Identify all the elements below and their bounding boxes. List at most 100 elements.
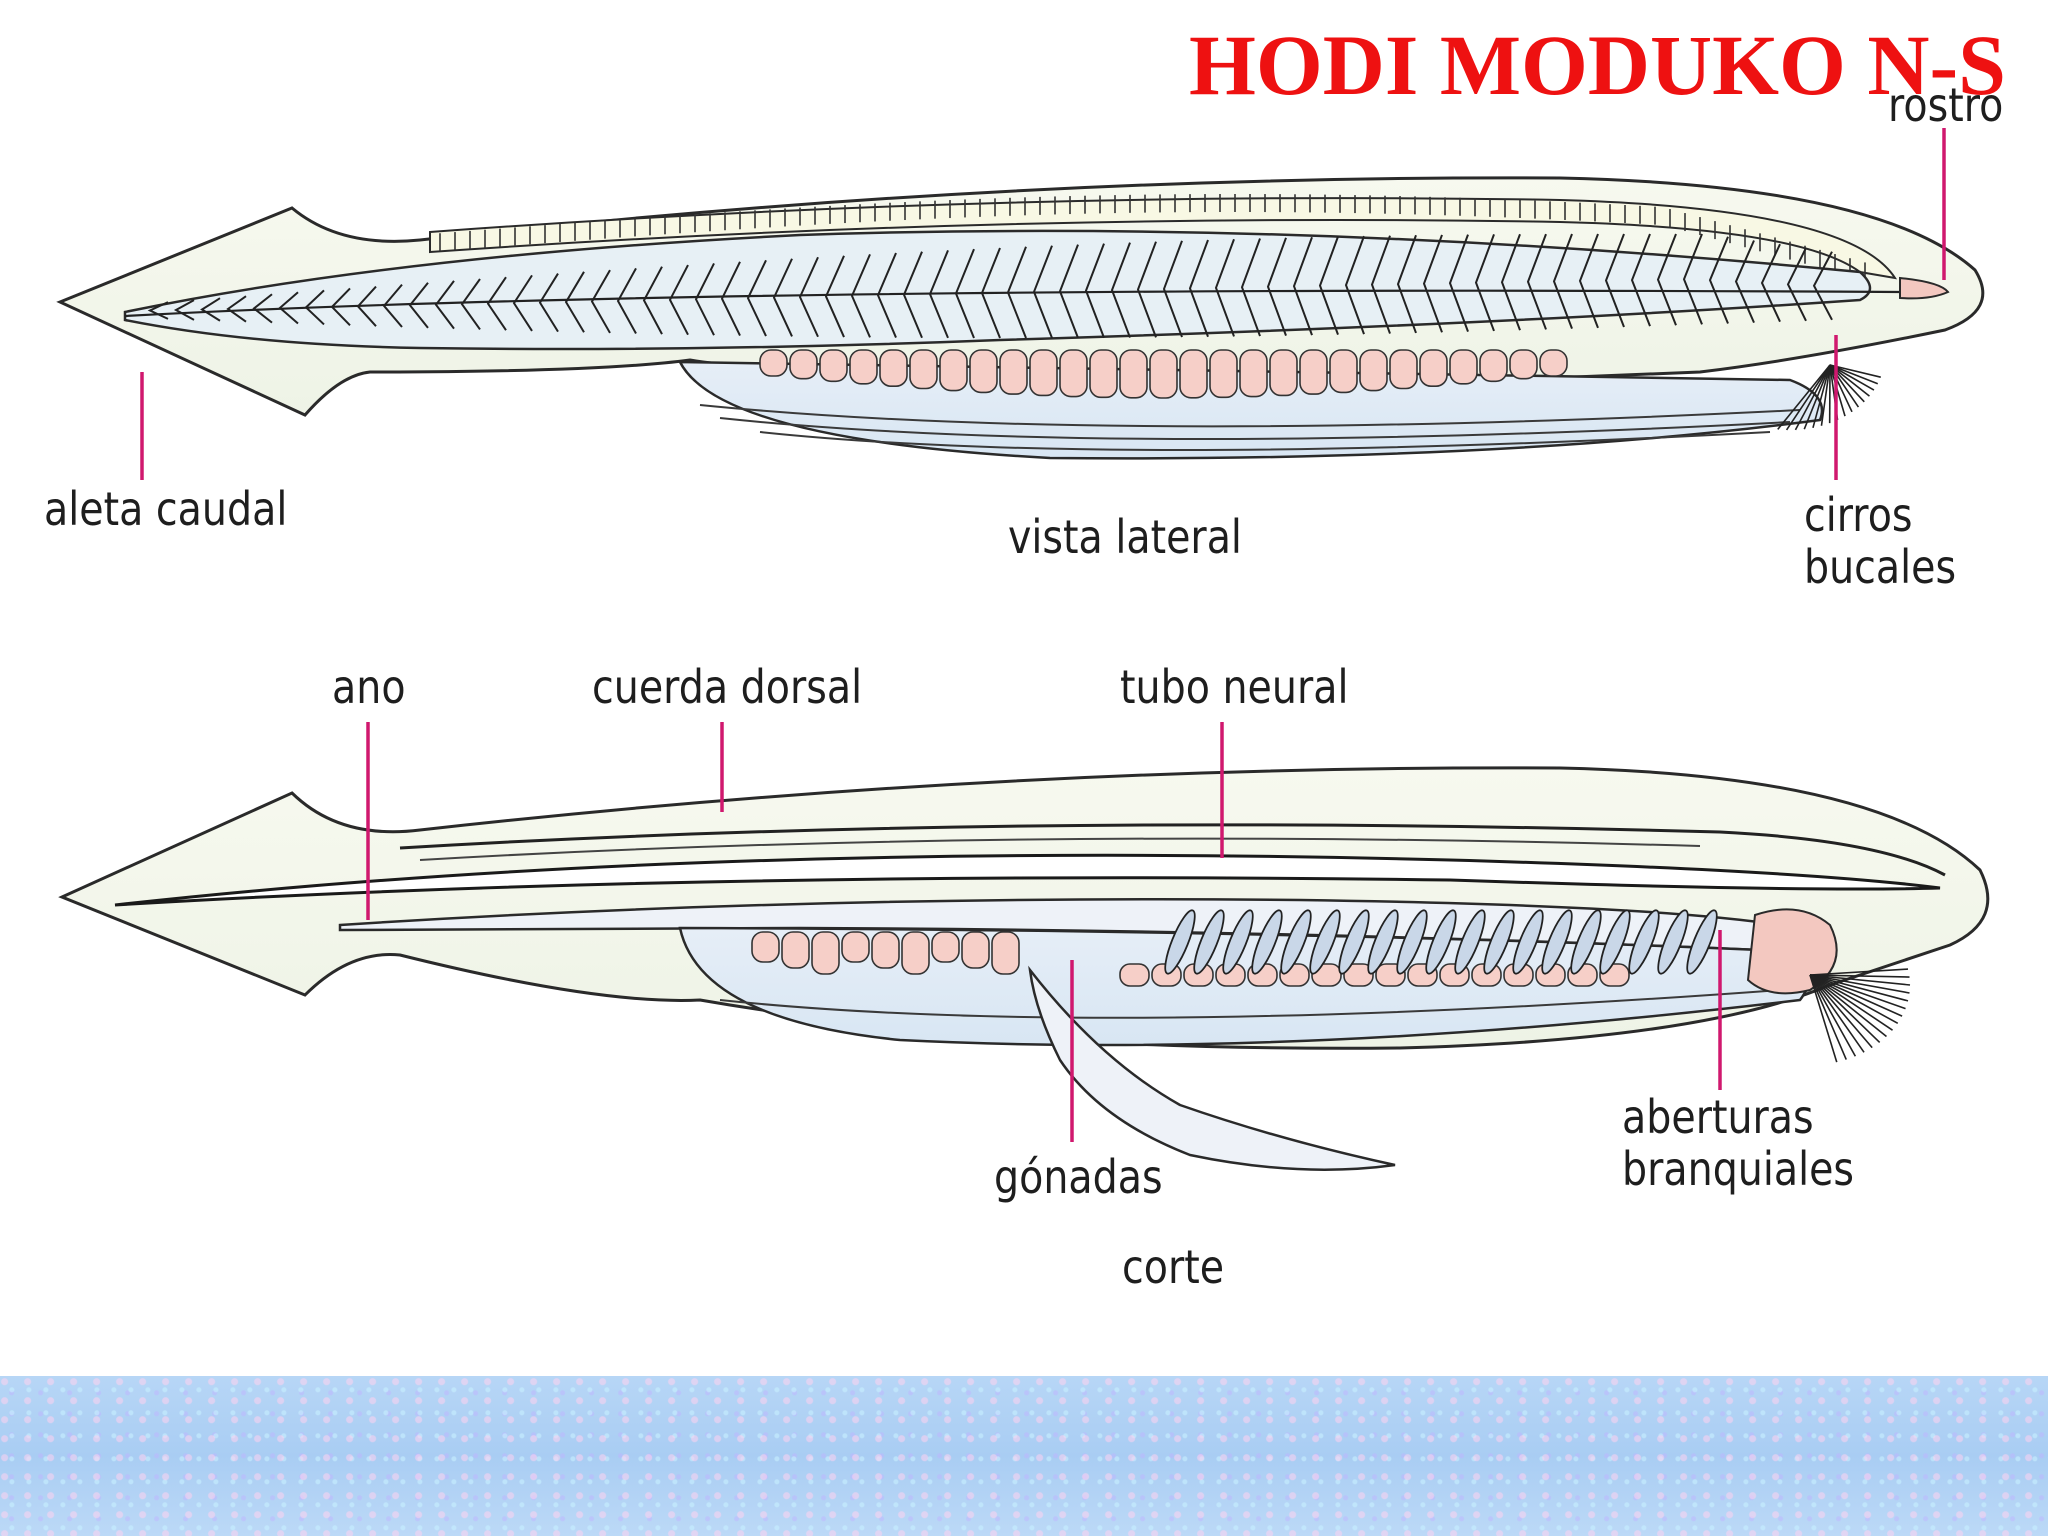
lateral-view-animal xyxy=(56,176,1985,460)
label-cirros-bucales: cirros bucales xyxy=(1804,489,1956,594)
gonad xyxy=(1359,349,1388,392)
gill-slit xyxy=(1309,909,1341,975)
lateral-gonads xyxy=(759,349,1568,399)
myotome xyxy=(1318,236,1339,335)
myotome xyxy=(1266,237,1287,336)
leader-lines xyxy=(140,128,1946,1142)
myotome xyxy=(460,278,481,331)
gill-slit xyxy=(1483,909,1515,975)
cirrus xyxy=(1809,974,1881,1043)
gill-slits xyxy=(1164,909,1718,975)
myotome xyxy=(1370,235,1391,334)
gonad xyxy=(1419,349,1448,388)
myotome xyxy=(1500,233,1521,331)
atrium-line xyxy=(719,989,1781,1019)
gonad xyxy=(939,349,968,392)
myotome xyxy=(486,276,507,331)
label-tubo-neural: tubo neural xyxy=(1120,660,1349,714)
gonad xyxy=(789,349,818,380)
myotome xyxy=(1656,233,1677,326)
myotome xyxy=(226,295,247,323)
myotome xyxy=(200,297,221,322)
gonad-extension xyxy=(1028,965,1396,1171)
decorative-bottom-band xyxy=(0,1376,2048,1536)
myotome xyxy=(1786,247,1807,322)
cirrus xyxy=(1809,974,1906,1010)
gonad xyxy=(961,931,990,969)
label-ano: ano xyxy=(332,660,406,714)
myotome xyxy=(1344,235,1365,335)
myotome xyxy=(694,262,715,336)
myotome-region xyxy=(123,229,1872,351)
gill-slit xyxy=(1338,909,1370,975)
gonad xyxy=(1119,963,1150,987)
myotome-chevrons xyxy=(124,233,1901,339)
gill-slit xyxy=(1280,909,1312,975)
gonad xyxy=(1029,349,1058,397)
gonad xyxy=(841,931,870,963)
gonad xyxy=(1239,349,1268,398)
gonad xyxy=(1209,349,1238,399)
myotome xyxy=(642,266,663,335)
gill-slit xyxy=(1454,909,1486,975)
gill-slit xyxy=(1541,909,1573,975)
gill-slit xyxy=(1512,909,1544,975)
section-oral-cirri xyxy=(1809,968,1911,1063)
myotome xyxy=(850,253,871,338)
dorsal-fin-rays xyxy=(439,194,1866,281)
gonad xyxy=(781,931,810,969)
myotome xyxy=(1240,238,1261,337)
gonad xyxy=(1059,349,1088,398)
gill-slit xyxy=(1425,909,1457,975)
gonad xyxy=(1343,963,1374,987)
gonad xyxy=(1089,349,1118,399)
cirrus xyxy=(1829,364,1879,385)
gonad xyxy=(1119,349,1148,399)
oral-hood xyxy=(1746,908,1838,995)
myotome xyxy=(1422,234,1443,333)
cirrus xyxy=(1809,974,1909,1002)
myotome xyxy=(147,301,169,320)
gonad xyxy=(1539,349,1568,377)
myotome xyxy=(1188,239,1209,338)
section-view-animal xyxy=(58,766,1990,1171)
myotome xyxy=(1292,236,1313,336)
gonad xyxy=(931,931,960,963)
label-rostro: rostro xyxy=(1888,78,2004,132)
myotome xyxy=(1812,251,1833,321)
neural-tube-inner xyxy=(419,837,1701,861)
cirrus xyxy=(1794,364,1831,431)
myotome xyxy=(1162,240,1183,338)
cirrus xyxy=(1809,974,1847,1060)
gill-slit xyxy=(1686,909,1718,975)
myotome xyxy=(408,282,429,329)
slide-title: HODI MODUKO N-S xyxy=(1189,17,2006,113)
gill-slit xyxy=(1628,909,1660,975)
gonad xyxy=(871,931,900,969)
cirrus xyxy=(1809,974,1887,1038)
gonad xyxy=(1389,349,1418,390)
cirrus xyxy=(1809,974,1910,978)
myotome xyxy=(1214,238,1235,337)
myotome xyxy=(1708,236,1729,324)
label-aberturas-branquiales: aberturas branquiales xyxy=(1622,1091,1854,1196)
myotome xyxy=(564,271,585,333)
myotome xyxy=(798,256,819,338)
myotome xyxy=(1604,233,1625,328)
cirrus xyxy=(1809,974,1899,1025)
myotome xyxy=(668,264,689,336)
myotome xyxy=(824,255,845,338)
gonad xyxy=(751,931,780,963)
myotome xyxy=(1110,242,1131,338)
gonad xyxy=(1299,349,1328,395)
belly-line-3 xyxy=(759,431,1771,451)
notochord xyxy=(114,853,1941,907)
gonad xyxy=(1449,349,1478,385)
myotome xyxy=(434,280,455,330)
caption-corte: corte xyxy=(1122,1240,1225,1294)
gill-slit xyxy=(1251,909,1283,975)
gonad xyxy=(811,931,840,975)
myotome xyxy=(1526,233,1547,330)
myotome xyxy=(720,261,741,337)
cirrus xyxy=(1777,364,1831,430)
